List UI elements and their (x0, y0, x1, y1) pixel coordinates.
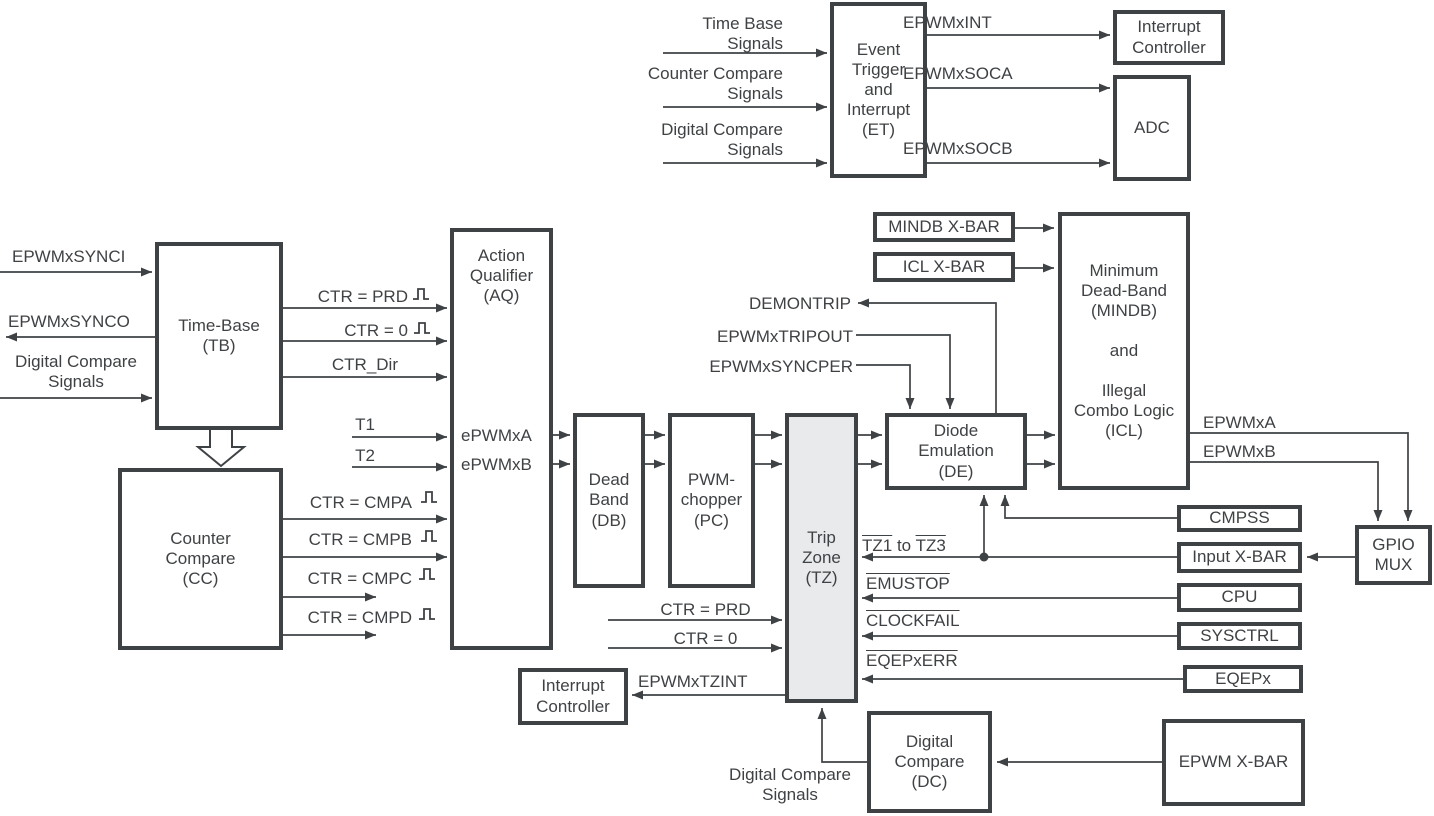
label-epwmxsocb: EPWMxSOCB (903, 139, 1013, 158)
label-ctr-cmpc: CTR = CMPC (307, 569, 412, 588)
block-mindb-xbar: MINDB X-BAR (873, 212, 1015, 242)
block-dead-band: Dead Band (DB) (573, 413, 645, 588)
block-diode-emulation: Diode Emulation (DE) (885, 413, 1027, 490)
label-epwmxtzint: EPWMxTZINT (638, 672, 748, 691)
block-gpio-mux: GPIO MUX (1355, 525, 1432, 585)
line-epwmxtripout (856, 334, 955, 409)
line-cmpss-to-de (1000, 495, 1177, 519)
label-ctr-prd: CTR = PRD (317, 287, 408, 306)
block-sysctrl: SYSCTRL (1177, 622, 1302, 650)
label-epwmxint: EPWMxINT (903, 13, 992, 32)
block-time-base: Time-Base (TB) (155, 242, 283, 430)
label-epwmxsyncper: EPWMxSYNCPER (709, 357, 853, 376)
block-trip-zone: Trip Zone (TZ) (785, 413, 858, 703)
label-emustop: EMUSTOP (866, 574, 950, 593)
pulse-icon (412, 286, 432, 302)
label-eqepxerr: EQEPxERR (866, 651, 958, 670)
label-ctr-cmpa: CTR = CMPA (309, 493, 412, 512)
label-epwmxsoca: EPWMxSOCA (903, 64, 1013, 83)
block-interrupt-controller-bottom: Interrupt Controller (518, 668, 628, 725)
label-digital-compare-signals-left: Digital Compare Signals (15, 352, 137, 391)
aq-port-epwmxa: ePWMxA (461, 426, 532, 445)
label-epwmxsynci: EPWMxSYNCI (12, 247, 126, 266)
block-icl-xbar: ICL X-BAR (873, 252, 1015, 282)
pulse-icon (420, 528, 440, 544)
label-t2: T2 (355, 446, 375, 465)
block-eqepx: EQEPx (1183, 665, 1303, 693)
label-epwmxa-out: EPWMxA (1203, 413, 1276, 432)
label-ctr-cmpd: CTR = CMPD (307, 608, 412, 627)
label-to: to (892, 536, 916, 555)
block-input-xbar: Input X-BAR (1177, 542, 1302, 573)
label-t1: T1 (355, 415, 375, 434)
label-epwmxtripout: EPWMxTRIPOUT (717, 327, 853, 346)
line-dc-to-tz (817, 708, 867, 763)
pulse-icon (420, 489, 440, 505)
pulse-icon (418, 566, 438, 582)
pulse-icon (413, 320, 433, 336)
line-epwmxsyncper (856, 364, 915, 409)
block-mindb-icl: Minimum Dead-Band (MINDB) and Illegal Co… (1058, 212, 1190, 490)
line-epwmxa-out (1190, 432, 1413, 521)
block-cmpss: CMPSS (1177, 505, 1302, 532)
block-event-trigger: Event Trigger and Interrupt (ET) (830, 2, 927, 178)
block-counter-compare: Counter Compare (CC) (118, 468, 283, 650)
label-ctr-dir: CTR_Dir (331, 355, 398, 374)
pulse-icon (418, 606, 438, 622)
label-tz1-to-tz3: TZ1 to TZ3 (862, 536, 946, 556)
label-counter-compare-signals: Counter Compare Signals (647, 64, 783, 103)
label-ctr-prd-tz: CTR = PRD (660, 600, 751, 619)
label-clockfail: CLOCKFAIL (866, 611, 960, 630)
label-ctr-0-tz: CTR = 0 (673, 629, 738, 648)
label-tz3: TZ3 (915, 536, 946, 555)
label-ctr-0: CTR = 0 (344, 321, 408, 340)
label-epwmxb-out: EPWMxB (1203, 442, 1276, 461)
block-epwm-xbar: EPWM X-BAR (1162, 719, 1305, 806)
label-time-base-signals: Time Base Signals (702, 14, 783, 53)
aq-port-epwmxb: ePWMxB (461, 455, 532, 474)
label-digital-compare-signals-bottom: Digital Compare Signals (729, 765, 851, 804)
label-demontrip: DEMONTRIP (749, 294, 851, 313)
label-digital-compare-signals-top: Digital Compare Signals (661, 120, 783, 159)
label-epwmxsynco: EPWMxSYNCO (8, 312, 130, 331)
block-adc: ADC (1113, 75, 1191, 181)
action-qualifier-title: Action Qualifier (AQ) (469, 246, 534, 306)
block-arrow-tb-to-cc (195, 430, 247, 468)
block-action-qualifier: Action Qualifier (AQ) ePWMxA ePWMxB (450, 228, 553, 650)
label-tz1: TZ1 (862, 536, 893, 555)
block-interrupt-controller-top: Interrupt Controller (1113, 10, 1225, 65)
block-pwm-chopper: PWM- chopper (PC) (668, 413, 755, 588)
line-epwmxb-out (1190, 461, 1383, 521)
label-ctr-cmpb: CTR = CMPB (308, 530, 412, 549)
line-demontrip (858, 298, 997, 413)
block-digital-compare: Digital Compare (DC) (867, 711, 992, 813)
block-cpu: CPU (1177, 583, 1302, 612)
junction-dot (979, 552, 989, 562)
